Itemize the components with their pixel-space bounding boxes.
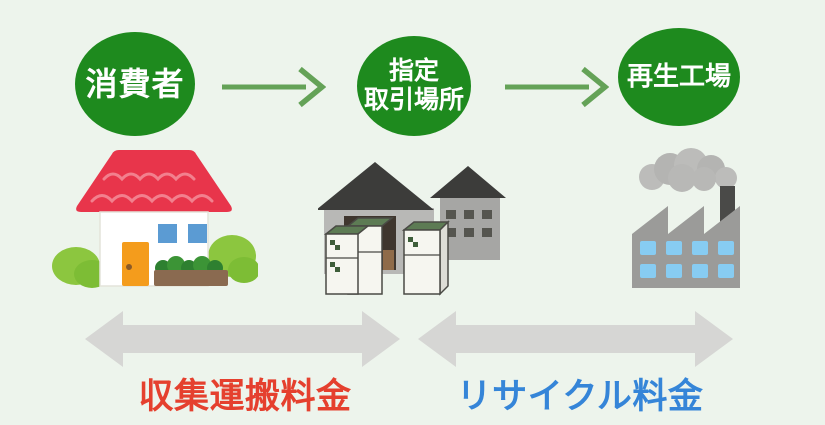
warehouse-illustration <box>318 162 506 296</box>
flow-node-designated-collection-point-label-line2: 取引場所 <box>363 86 464 114</box>
house-door <box>122 242 149 286</box>
factory-windows <box>640 241 734 278</box>
refrigerator-right <box>401 220 450 296</box>
flow-node-recycling-plant-label: 再生工場 <box>626 61 731 92</box>
house-illustration <box>52 150 258 288</box>
flow-node-consumer-label: 消費者 <box>85 65 185 102</box>
flow-node-consumer: 消費者 <box>75 32 195 136</box>
flow-node-designated-collection-point: 指定 取引場所 <box>357 36 471 136</box>
refrigerator-front <box>323 225 371 295</box>
collection-transport-fee-label: 収集運搬料金 <box>138 377 352 416</box>
flow-arrow-icon <box>505 66 609 108</box>
smoke-icon <box>639 148 737 192</box>
collection-fee-double-arrow-icon <box>85 311 400 367</box>
warehouse-back-building <box>430 166 506 260</box>
flow-node-designated-collection-point-label-line1: 指定 <box>388 57 439 86</box>
factory-illustration <box>632 148 740 288</box>
house-window-left <box>158 224 177 243</box>
recycling-fee-double-arrow-icon <box>418 311 733 367</box>
flow-node-recycling-plant: 再生工場 <box>618 28 740 126</box>
flow-arrow-icon <box>222 66 326 108</box>
house-roof <box>76 150 232 212</box>
planter-box <box>154 256 228 286</box>
factory-building <box>632 206 740 288</box>
house-window-right <box>188 224 207 243</box>
recycling-fee-label: リサイクル料金 <box>456 377 704 416</box>
